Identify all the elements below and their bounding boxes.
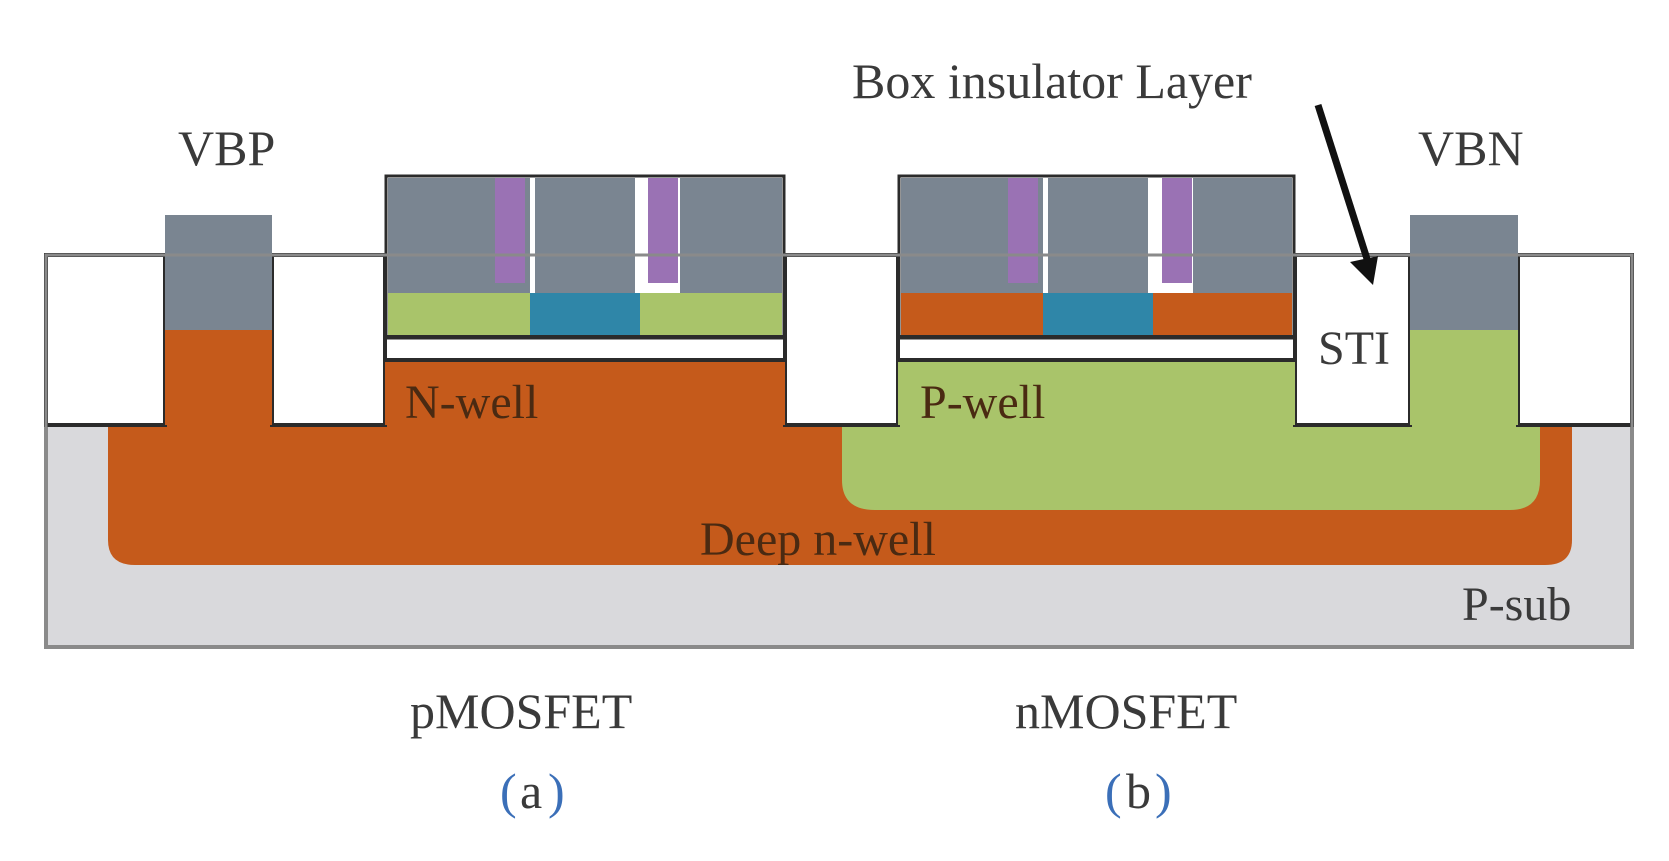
pmos-drain-region [640, 293, 782, 335]
label-pmosfet: pMOSFET [410, 683, 632, 739]
label-deep-n-well: Deep n-well [700, 513, 936, 566]
nmos-drain-contact [1193, 178, 1292, 293]
nmos-outline [897, 174, 1296, 340]
label-n-well: N-well [405, 376, 538, 429]
pmos-gate [535, 178, 635, 293]
nmos-drain-region [1153, 293, 1292, 335]
label-vbp: VBP [178, 120, 275, 176]
pmos-outline [384, 174, 786, 340]
label-box-insulator: Box insulator Layer [852, 53, 1252, 109]
pmos-spacer-left [495, 178, 525, 283]
label-a-letter: a [520, 763, 542, 819]
pmos-source-region [388, 293, 530, 335]
label-a-open-paren: ( [500, 763, 517, 819]
nmosfet-device [901, 178, 1292, 335]
nmos-source-region [901, 293, 1043, 335]
pmos-drain-contact [680, 178, 782, 293]
pmosfet-device [388, 178, 782, 335]
sti-oxide-layer [44, 253, 1634, 427]
substrate-outline [44, 253, 1634, 649]
label-nmosfet: nMOSFET [1015, 683, 1237, 739]
label-b-letter: b [1126, 763, 1151, 819]
vbp-nwell-extension [165, 330, 272, 425]
label-sti: STI [1318, 322, 1390, 375]
p-well-top-region [898, 360, 1295, 425]
label-p-sub: P-sub [1462, 578, 1571, 631]
vbp-contact [165, 215, 272, 330]
label-vbn: VBN [1418, 120, 1524, 176]
label-b-close-paren: ) [1155, 763, 1172, 819]
nmos-spacer-left [1008, 178, 1038, 283]
nmos-spacer-right [1162, 178, 1192, 283]
pmos-channel [530, 293, 640, 335]
vbn-contact [1410, 215, 1518, 330]
label-a-close-paren: ) [548, 763, 565, 819]
n-well-region [385, 360, 785, 425]
nmos-channel [1043, 293, 1153, 335]
nmos-gate [1048, 178, 1148, 293]
label-b-open-paren: ( [1105, 763, 1122, 819]
pmos-spacer-right [648, 178, 678, 283]
p-well-region [842, 410, 1540, 510]
label-p-well: P-well [920, 376, 1045, 429]
arrow-icon [1314, 103, 1378, 285]
vbn-pwell-extension [1410, 330, 1518, 425]
